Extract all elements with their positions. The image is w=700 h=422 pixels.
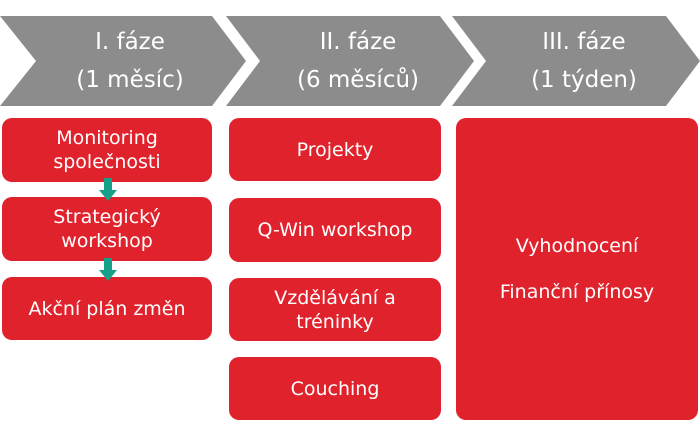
phase-2-box-couching: Couching bbox=[229, 357, 441, 420]
phase-3-box: Vyhodnocení Finanční přínosy bbox=[456, 118, 698, 420]
phase-1-box-monitoring: Monitoring společnosti bbox=[2, 118, 212, 182]
phase-2-duration: (6 měsíců) bbox=[296, 67, 420, 93]
phase-2-box-qwin-workshop: Q-Win workshop bbox=[229, 198, 441, 262]
down-arrow-icon bbox=[99, 258, 117, 281]
phase-1-title: I. fáze bbox=[95, 29, 165, 55]
phase-1-chevron bbox=[0, 16, 246, 106]
phase-3-title: III. fáze bbox=[542, 29, 626, 55]
down-arrow-icon bbox=[99, 178, 117, 201]
phase-3-chevron bbox=[452, 16, 700, 106]
phase-2-box-projects: Projekty bbox=[229, 118, 441, 181]
phase-3-line-financial-benefits: Finanční přínosy bbox=[499, 281, 655, 303]
phase-1-duration: (1 měsíc) bbox=[76, 67, 184, 93]
phase-2-box-training: Vzdělávání a tréninky bbox=[229, 278, 441, 341]
phase-3-line-evaluation: Vyhodnocení bbox=[515, 235, 639, 257]
phase-1-box-action-plan: Akční plán změn bbox=[2, 277, 212, 340]
phase-2-chevron bbox=[226, 16, 474, 106]
phase-3-duration: (1 týden) bbox=[531, 67, 637, 93]
phase-1-box-workshop: Strategický workshop bbox=[2, 197, 212, 261]
phase-2-title: II. fáze bbox=[319, 29, 397, 55]
phase-chevrons bbox=[0, 16, 700, 106]
